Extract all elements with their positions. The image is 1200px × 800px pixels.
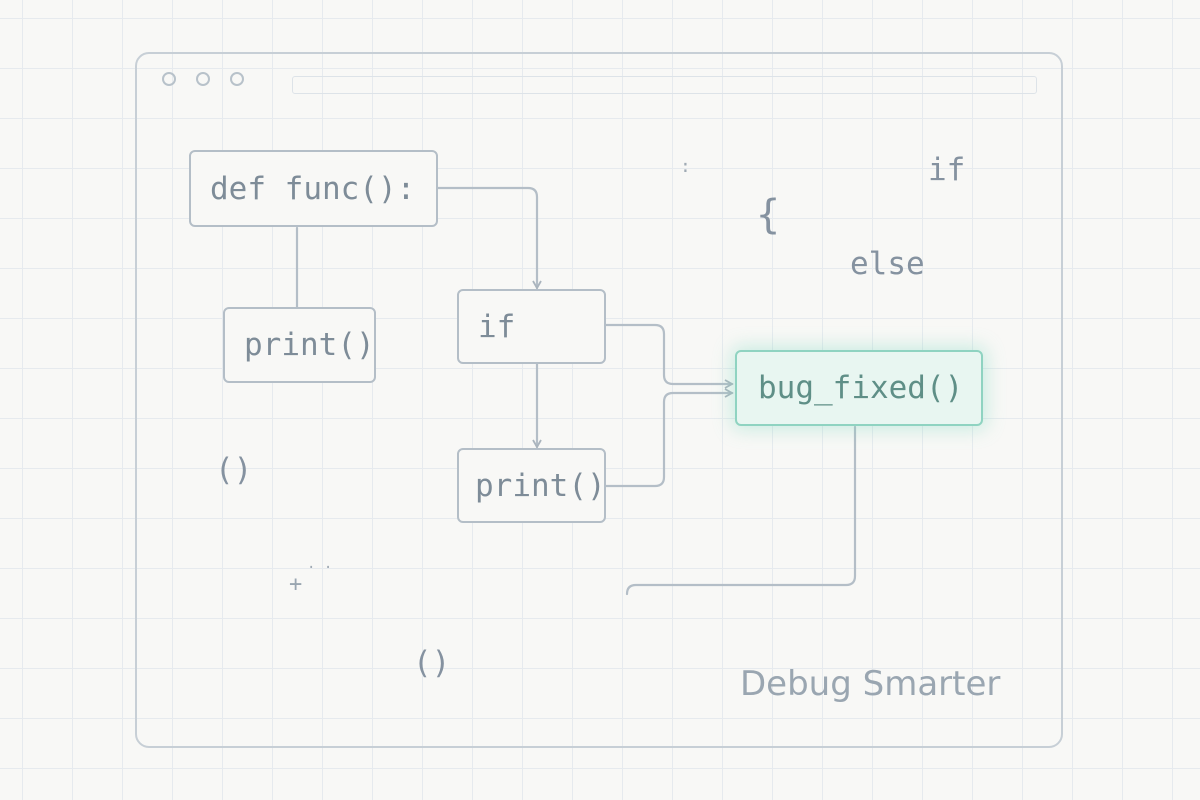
- code-fragment-colon: :: [680, 156, 691, 177]
- node-print-mid[interactable]: print(): [457, 448, 606, 523]
- code-fragment-parens: (): [215, 452, 253, 488]
- node-print-left[interactable]: print(): [223, 307, 376, 383]
- code-fragment-parens: (): [413, 645, 451, 681]
- node-label: def func():: [210, 170, 416, 207]
- window-control-icon[interactable]: [162, 72, 176, 86]
- node-if[interactable]: if: [457, 289, 606, 364]
- address-bar[interactable]: [292, 76, 1037, 94]
- window-control-icon[interactable]: [196, 72, 210, 86]
- window-control-icon[interactable]: [230, 72, 244, 86]
- node-bug-fixed[interactable]: bug_fixed(): [735, 350, 983, 426]
- code-fragment-dots: . .: [307, 556, 333, 572]
- node-label: if: [478, 308, 516, 345]
- node-def-func[interactable]: def func():: [189, 150, 438, 227]
- node-label: bug_fixed(): [758, 370, 964, 406]
- arrow-if-to-bug: [604, 323, 734, 389]
- node-label: print(): [244, 327, 375, 363]
- code-fragment-else: else: [850, 246, 925, 282]
- code-fragment-brace: {: [756, 192, 781, 238]
- browser-window: [135, 52, 1063, 748]
- code-fragment-plus: +: [289, 572, 303, 597]
- tagline: Debug Smarter: [740, 664, 1001, 704]
- line-bug-return: [625, 425, 857, 596]
- arrow-func-to-if: [435, 186, 542, 290]
- code-fragment-if: if: [928, 152, 966, 188]
- node-label: print(): [475, 467, 606, 504]
- arrow-print-to-bug: [604, 388, 734, 488]
